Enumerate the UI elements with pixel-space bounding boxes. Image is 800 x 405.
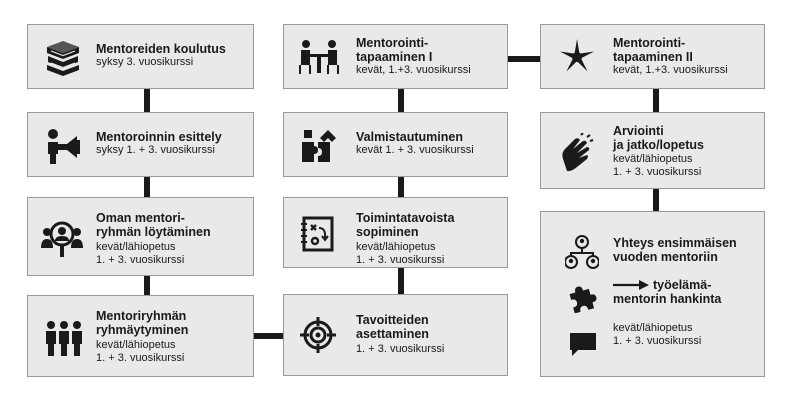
step-box-mentoreiden-koulutus: Mentoreiden koulutus syksy 3. vuosikurss… (27, 24, 254, 89)
search-person-icon (41, 221, 83, 257)
step-subtitle: 1. + 3. vuosikurssi (613, 166, 702, 178)
connector (653, 189, 659, 211)
step-subtitle: syksy 3. vuosikurssi (96, 56, 194, 68)
puzzle-icon (302, 130, 336, 162)
connector (144, 276, 150, 295)
step-box-oman-mentoriryhman-loytaminen: Oman mentori- ryhmän löytäminen kevät/lä… (27, 197, 254, 276)
step-box-tavoitteiden-asettaminen: Tavoitteiden asettaminen 1. + 3. vuosiku… (283, 294, 508, 376)
final-line: Yhteys ensimmäisen (613, 236, 737, 250)
step-subtitle: 1. + 3. vuosikurssi (356, 343, 445, 355)
connector (508, 56, 540, 62)
step-subtitle: syksy 1. + 3. vuosikurssi (96, 144, 215, 156)
step-text: Mentoriryhmän ryhmäytyminen kevät/lähiop… (96, 309, 188, 365)
connector (653, 89, 659, 112)
hands-icon (559, 39, 595, 72)
step-title: Toimintatavoista (356, 211, 455, 225)
step-subtitle: 1. + 3. vuosikurssi (96, 254, 185, 266)
step-box-arviointi: Arviointi ja jatko/lopetus kevät/lähiope… (540, 112, 765, 189)
step-box-mentoroinnin-esittely: Mentoroinnin esittely syksy 1. + 3. vuos… (27, 112, 254, 177)
group-icon (46, 321, 82, 356)
step-subtitle: kevät 1. + 3. vuosikurssi (356, 144, 474, 156)
clap-icon (562, 133, 594, 172)
step-title: Mentoroinnin esittely (96, 130, 222, 144)
final-line: työelämä- (653, 278, 712, 292)
step-subtitle: 1. + 3. vuosikurssi (96, 352, 185, 364)
final-line: vuoden mentoriin (613, 250, 718, 264)
step-text: Arviointi ja jatko/lopetus kevät/lähiope… (613, 124, 704, 179)
step-subtitle: kevät, 1.+3. vuosikurssi (613, 64, 728, 76)
step-subtitle: kevät/lähiopetus (356, 241, 436, 253)
step-box-toimintatavoista-sopiminen: Toimintatavoista sopiminen kevät/lähiope… (283, 197, 508, 268)
connector (144, 89, 150, 112)
connector (144, 177, 150, 197)
step-title: Tavoitteiden (356, 313, 429, 327)
step-box-jatko: Yhteys ensimmäisen vuoden mentoriin työe… (540, 211, 765, 377)
step-title: asettaminen (356, 327, 429, 341)
connector (398, 89, 404, 112)
final-line: mentorin hankinta (613, 292, 722, 306)
step-title: tapaaminen II (613, 50, 693, 64)
final-subtitle: kevät/lähiopetus (613, 322, 693, 334)
step-text: Mentorointi- tapaaminen I kevät, 1.+3. v… (356, 36, 471, 77)
puzzle-piece-icon (569, 286, 597, 313)
step-title: Mentoreiden koulutus (96, 42, 226, 56)
step-subtitle: kevät/lähiopetus (96, 339, 176, 351)
step-title: ryhmän löytäminen (96, 225, 211, 239)
step-text: Mentoreiden koulutus syksy 3. vuosikurss… (96, 42, 226, 69)
final-text: mentorin hankinta (613, 292, 721, 306)
step-box-mentorointitapaaminen-2: Mentorointi- tapaaminen II kevät, 1.+3. … (540, 24, 765, 89)
step-text: Valmistautuminen kevät 1. + 3. vuosikurs… (356, 130, 474, 157)
books-icon (47, 41, 79, 76)
step-title: tapaaminen I (356, 50, 433, 64)
connector (398, 177, 404, 197)
step-title: Mentorointi- (613, 36, 686, 50)
final-subtitle: 1. + 3. vuosikurssi (613, 335, 702, 347)
step-title: Valmistautuminen (356, 130, 463, 144)
step-box-mentoriryhman-ryhmaytyminen: Mentoriryhmän ryhmäytyminen kevät/lähiop… (27, 295, 254, 377)
final-text: kevät/lähiopetus 1. + 3. vuosikurssi (613, 322, 701, 348)
step-text: Tavoitteiden asettaminen 1. + 3. vuosiku… (356, 313, 444, 356)
speech-bubble-icon (570, 333, 596, 356)
step-title: Oman mentori- (96, 211, 185, 225)
connector (253, 333, 284, 339)
final-text: Yhteys ensimmäisen vuoden mentoriin (613, 236, 737, 264)
step-text: Oman mentori- ryhmän löytäminen kevät/lä… (96, 211, 211, 267)
step-text: Toimintatavoista sopiminen kevät/lähiope… (356, 211, 454, 267)
meeting-icon (299, 40, 339, 74)
step-box-mentorointitapaaminen-1: Mentorointi- tapaaminen I kevät, 1.+3. v… (283, 24, 508, 89)
step-title: Mentorointi- (356, 36, 429, 50)
step-title: Mentoriryhmän (96, 309, 187, 323)
connector (398, 268, 404, 294)
target-icon (300, 317, 336, 353)
step-title: Arviointi (613, 124, 664, 138)
megaphone-icon (48, 129, 80, 164)
step-text: Mentoroinnin esittely syksy 1. + 3. vuos… (96, 130, 222, 157)
step-title: sopiminen (356, 225, 419, 239)
arrow-right-icon (613, 280, 649, 290)
step-subtitle: kevät/lähiopetus (613, 153, 693, 165)
step-box-valmistautuminen: Valmistautuminen kevät 1. + 3. vuosikurs… (283, 112, 508, 177)
step-subtitle: kevät, 1.+3. vuosikurssi (356, 64, 471, 76)
strategy-icon (301, 216, 334, 252)
network-icon (565, 235, 599, 269)
step-subtitle: 1. + 3. vuosikurssi (356, 254, 445, 266)
step-text: Mentorointi- tapaaminen II kevät, 1.+3. … (613, 36, 728, 77)
step-subtitle: kevät/lähiopetus (96, 241, 176, 253)
step-title: ryhmäytyminen (96, 323, 189, 337)
step-title: ja jatko/lopetus (613, 138, 704, 152)
final-text: työelämä- (653, 278, 711, 292)
